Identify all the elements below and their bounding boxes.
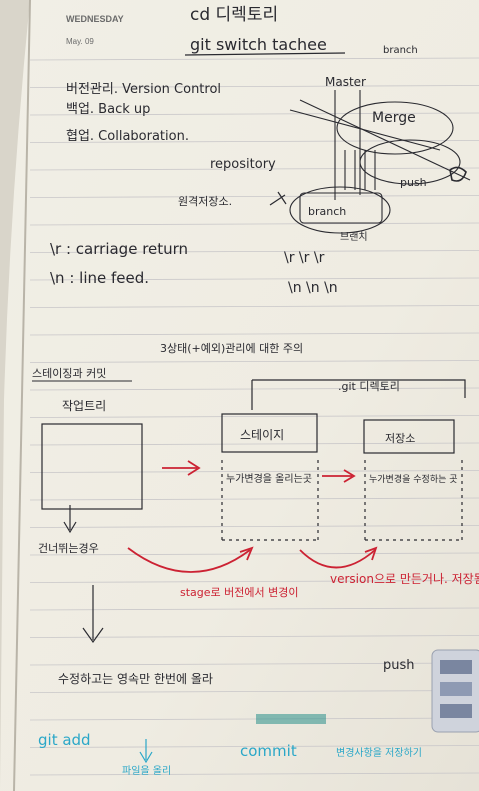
merge-label: Merge <box>372 110 416 126</box>
scribble-strike <box>256 714 326 724</box>
lf-repeat: \n \n \n <box>288 280 338 296</box>
ruled-line <box>29 332 479 336</box>
ruled-line <box>29 277 479 281</box>
ruled-line <box>29 360 479 363</box>
title-line2: git switch tachee <box>190 35 327 54</box>
ruled-lines <box>29 57 479 776</box>
commit-note: 변경사항을 저장하기 <box>336 746 422 759</box>
ruled-line <box>29 415 479 418</box>
ruled-line <box>29 305 479 308</box>
ruled-line <box>29 717 479 721</box>
stage-red-note: stage로 버전에서 변경이 <box>180 586 299 599</box>
commit-label: commit <box>240 742 297 760</box>
ruled-line <box>29 442 479 446</box>
ruled-line <box>29 497 479 501</box>
list-item-collab: 협업. Collaboration. <box>66 129 189 144</box>
page-fold <box>13 0 31 791</box>
push-top-label: push <box>400 176 427 189</box>
bottom-note: 수정하고는 영속만 한번에 올라 <box>58 672 213 686</box>
git-add-label: git add <box>38 731 91 749</box>
weekday-label: WEDNESDAY <box>66 14 124 24</box>
flow-heading: 3상태(+예외)관리에 대한 주의 <box>160 342 303 355</box>
x-mark <box>269 191 287 206</box>
cr-definition: \r : carriage return <box>50 240 188 258</box>
repo-box-label: 저장소 <box>385 432 415 445</box>
branch-box-label: branch <box>308 205 346 218</box>
remote-label: 원격저장소. <box>178 195 232 208</box>
push-bottom-label: push <box>383 658 415 673</box>
cr-repeat: \r \r \r <box>284 250 325 266</box>
flow-boxes <box>41 379 466 644</box>
left-note: 건너뛰는경우 <box>38 542 99 555</box>
ruled-line <box>29 580 479 583</box>
ruled-line <box>29 607 479 611</box>
ruled-line <box>29 167 479 171</box>
git-dir-label: .git 디렉토리 <box>338 380 400 393</box>
ruled-line <box>29 250 479 253</box>
lf-definition: \n : line feed. <box>50 269 149 287</box>
title-underline <box>184 52 346 56</box>
date-label: May. 09 <box>66 37 94 46</box>
ruled-line <box>29 195 479 198</box>
ruled-line <box>29 552 479 556</box>
sticker <box>431 649 479 733</box>
git-add-note: 파일을 올리 <box>122 765 171 777</box>
stage-note: 누가변경을 올리는곳 <box>226 472 312 485</box>
ruled-line <box>29 222 479 226</box>
repository-label: repository <box>210 157 276 172</box>
git-add-arrowhead <box>139 751 153 764</box>
ruled-line <box>29 690 479 693</box>
ruled-line <box>29 112 479 116</box>
ruled-line <box>29 525 479 528</box>
ruled-line <box>29 662 479 666</box>
ruled-line <box>29 85 479 88</box>
ruled-line <box>29 745 479 748</box>
stage-box-label: 스테이지 <box>240 428 284 442</box>
branch-diagram <box>289 90 471 234</box>
red-arrows <box>127 460 378 573</box>
title-line1: cd 디렉토리 <box>190 5 278 25</box>
ruled-line <box>29 772 479 776</box>
ruled-line <box>29 387 479 391</box>
master-label: Master <box>325 75 366 89</box>
left-page-edge <box>0 0 30 791</box>
repo-note: 누가변경을 수정하는 곳 <box>369 473 458 485</box>
ruled-line <box>29 470 479 473</box>
work-tree-label: 작업트리 <box>62 399 106 413</box>
staging-commit-label: 스테이징과 커밋 <box>32 367 106 380</box>
list-item-version: 버전관리. Version Control <box>66 82 221 97</box>
corner-note: branch <box>383 45 418 56</box>
branch-sub-label: 브랜치 <box>340 231 368 243</box>
list-item-backup: 백업. Back up <box>66 102 150 117</box>
ruled-line <box>29 57 479 61</box>
version-red-note: version으로 만든거나. 저장됨. <box>330 572 479 586</box>
ruled-line <box>29 635 479 638</box>
